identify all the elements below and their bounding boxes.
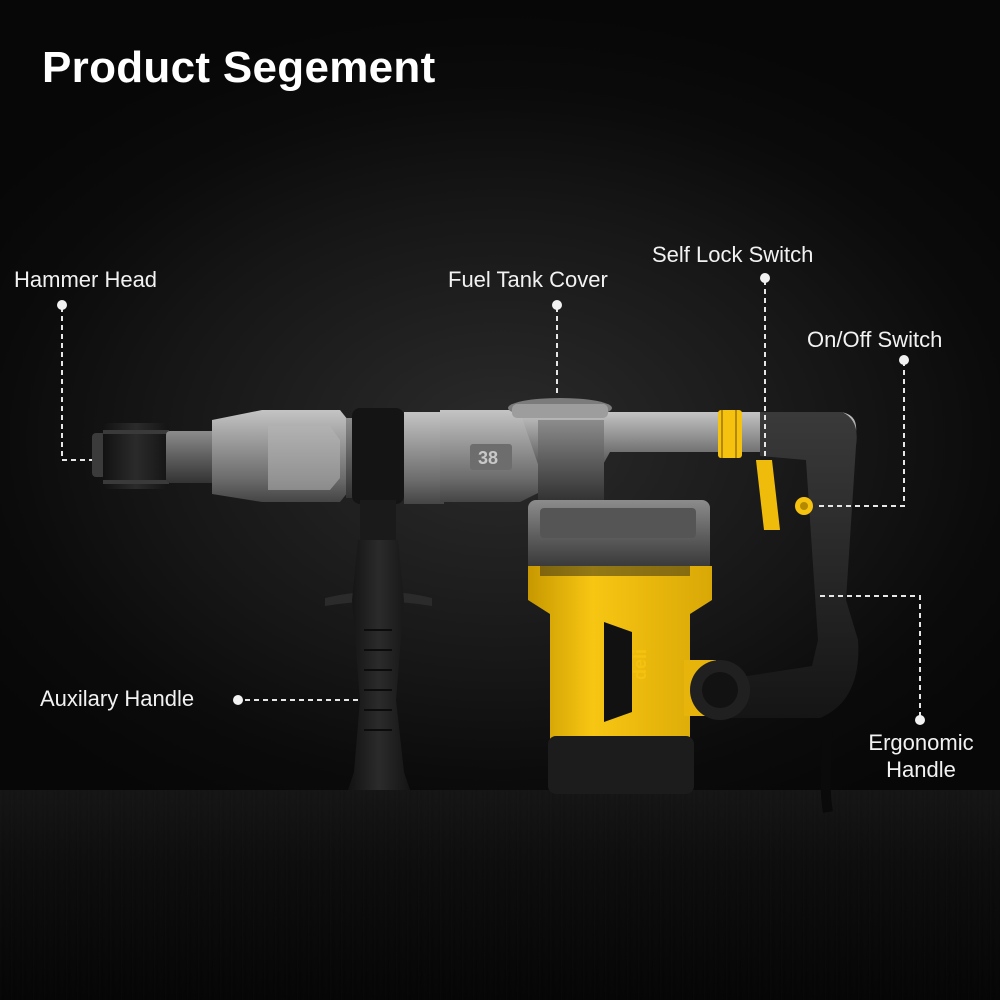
deli-logo: deli: [630, 649, 650, 680]
callout-fuel-tank-cover: Fuel Tank Cover: [448, 267, 608, 292]
callout-on-off-switch: On/Off Switch: [807, 327, 943, 352]
svg-text:38: 38: [478, 448, 498, 468]
dot-hammer-head: [57, 300, 67, 310]
dot-self-lock-switch: [760, 273, 770, 283]
dot-on-off-switch: [899, 355, 909, 365]
leader-hammer-head: [61, 307, 92, 461]
power-cord: [820, 699, 833, 813]
dot-ergonomic-handle: [915, 715, 925, 725]
page-title: Product Segement: [42, 43, 436, 92]
motor-body: deli: [528, 500, 750, 794]
dot-fuel-tank-cover: [552, 300, 562, 310]
rear-grip: [718, 410, 859, 718]
hammer-head-chuck: [92, 423, 218, 489]
dot-auxiliary-handle: [233, 695, 243, 705]
callout-self-lock-switch: Self Lock Switch: [652, 242, 814, 267]
auxiliary-handle: [325, 408, 432, 790]
callout-ergonomic-handle-line2: Handle: [886, 757, 956, 782]
leader-on-off-switch: [815, 361, 905, 507]
floor-surface: [0, 790, 1000, 1000]
leader-ergonomic-handle: [820, 595, 921, 718]
floor-texture: [0, 790, 1000, 1000]
callout-auxiliary-handle: Auxilary Handle: [40, 686, 195, 711]
callout-ergonomic-handle-line1: Ergonomic: [868, 730, 974, 755]
callout-leaders: [61, 280, 921, 718]
callout-hammer-head: Hammer Head: [14, 267, 158, 292]
callout-dots: [57, 273, 925, 725]
callout-ergonomic-handle: Ergonomic Handle: [856, 729, 986, 783]
